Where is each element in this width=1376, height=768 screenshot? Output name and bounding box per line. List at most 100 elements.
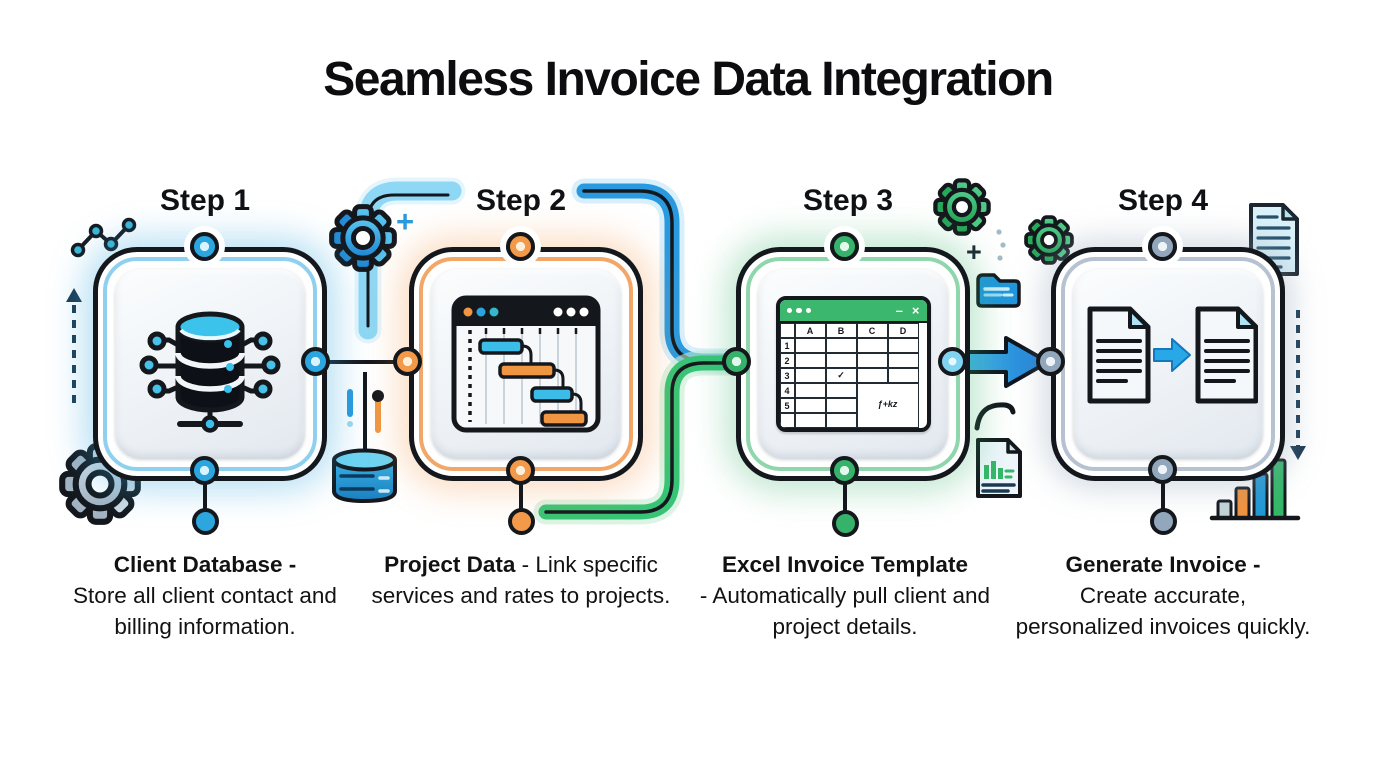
cell (825, 413, 857, 428)
step4-caption-bold: Generate Invoice - (1065, 552, 1261, 577)
step4-label: Step 4 (1117, 184, 1209, 217)
database-network-icon (139, 311, 281, 433)
col-header: A (794, 323, 826, 338)
blue-gear-icon (332, 207, 395, 270)
mini-database-icon (332, 372, 397, 504)
step1-right-node (301, 347, 330, 376)
cell (825, 338, 857, 353)
step3-bottom-node (830, 456, 859, 485)
dotted-trail (996, 229, 1006, 261)
step1-top-node (190, 232, 219, 261)
dashed-arrow-down-icon (1290, 310, 1306, 460)
cell (794, 398, 826, 413)
step1-bottom-stem (202, 471, 208, 521)
green-gear-small-icon (1024, 215, 1074, 265)
cell (856, 338, 888, 353)
step1-hang-node (191, 507, 219, 535)
hook-arrow-icon (974, 402, 1016, 431)
step2-left-node (393, 347, 422, 376)
report-document-icon (976, 438, 1022, 498)
step2-box (409, 247, 643, 481)
step2-caption: Project Data - Link specific services an… (371, 549, 671, 611)
step4-box (1051, 247, 1285, 481)
step3-caption-bold: Excel Invoice Template (722, 552, 968, 577)
row-header: 5 (779, 398, 795, 413)
step2-hang-node (507, 507, 535, 535)
checkmark-cell: ✓ (825, 368, 857, 383)
step1-caption: Client Database - Store all client conta… (55, 549, 355, 642)
row-header: 2 (779, 353, 795, 368)
cell (856, 353, 888, 368)
step4-caption: Generate Invoice - Create accurate, pers… (1013, 549, 1313, 642)
step4-top-node (1148, 232, 1177, 261)
spreadsheet-grid: A B C D 1 2 3 ✓ (779, 323, 927, 428)
spreadsheet-titlebar: – × (779, 300, 927, 323)
cell (794, 338, 826, 353)
corner-cell (779, 323, 795, 338)
col-header: B (825, 323, 857, 338)
close-icon: × (911, 303, 920, 318)
alert-dash-icon (347, 389, 353, 427)
step4-bottom-stem (1160, 470, 1166, 520)
cell (825, 398, 857, 413)
step1-label: Step 1 (159, 184, 251, 217)
step3-bottom-stem (842, 471, 848, 521)
pipe-green-step2-step3 (533, 350, 744, 525)
row-header: 1 (779, 338, 795, 353)
step1-caption-text: Store all client contact and billing inf… (73, 583, 337, 640)
step2-bottom-node (506, 456, 535, 485)
step3-box: – × A B C D 1 2 (736, 247, 970, 481)
cell (794, 413, 826, 428)
cell (887, 338, 919, 353)
step3-caption: Excel Invoice Template - Automatically p… (695, 549, 995, 642)
row-header (779, 413, 795, 428)
plus-sign-blue: + (396, 204, 415, 239)
cell (825, 353, 857, 368)
step4-left-node (1036, 347, 1065, 376)
cell (794, 368, 826, 383)
document-transfer-icon (1087, 306, 1258, 404)
blue-folder-icon (976, 273, 1021, 308)
step3-label: Step 3 (802, 184, 894, 217)
step3-right-node (938, 347, 967, 376)
trend-dots-icon (70, 217, 137, 258)
step2-caption-text: - Link specific services and rates to pr… (371, 552, 671, 609)
cell (825, 383, 857, 398)
step1-bottom-node (190, 456, 219, 485)
row-header: 4 (779, 383, 795, 398)
step1-caption-bold: Client Database - (113, 552, 297, 577)
window-dot (786, 307, 792, 314)
cell (794, 353, 826, 368)
formula-label: ƒ+kz (856, 383, 919, 428)
step4-panel (1073, 269, 1263, 459)
page-title: Seamless Invoice Data Integration (323, 53, 1054, 106)
step2-caption-bold: Project Data (384, 552, 516, 577)
col-header: C (856, 323, 888, 338)
plus-sign-dark: + (966, 237, 982, 267)
step3-hang-node (831, 509, 859, 537)
step3-caption-text: - Automatically pull client and project … (699, 583, 991, 640)
gantt-chart-window-icon (451, 295, 601, 433)
step4-caption-text: Create accurate, personalized invoices q… (1015, 583, 1311, 640)
step1-box (93, 247, 327, 481)
step4-hang-node (1149, 507, 1177, 535)
orange-pin-icon (372, 390, 384, 433)
minimize-icon: – (895, 303, 903, 318)
step2-bottom-stem (518, 471, 524, 521)
step1-panel (115, 269, 305, 459)
window-dot (805, 307, 811, 314)
transfer-arrow-icon (1153, 338, 1191, 372)
cell (887, 353, 919, 368)
cell (887, 368, 919, 383)
dashed-arrow-up-icon (66, 288, 82, 403)
step2-panel (431, 269, 621, 459)
step2-label: Step 2 (475, 184, 567, 217)
growth-bar-chart-icon (1209, 458, 1301, 521)
cell (794, 383, 826, 398)
cell (856, 368, 888, 383)
excel-spreadsheet-icon: – × A B C D 1 2 (775, 296, 931, 432)
step4-bottom-node (1148, 455, 1177, 484)
step3-panel: – × A B C D 1 2 (758, 269, 948, 459)
